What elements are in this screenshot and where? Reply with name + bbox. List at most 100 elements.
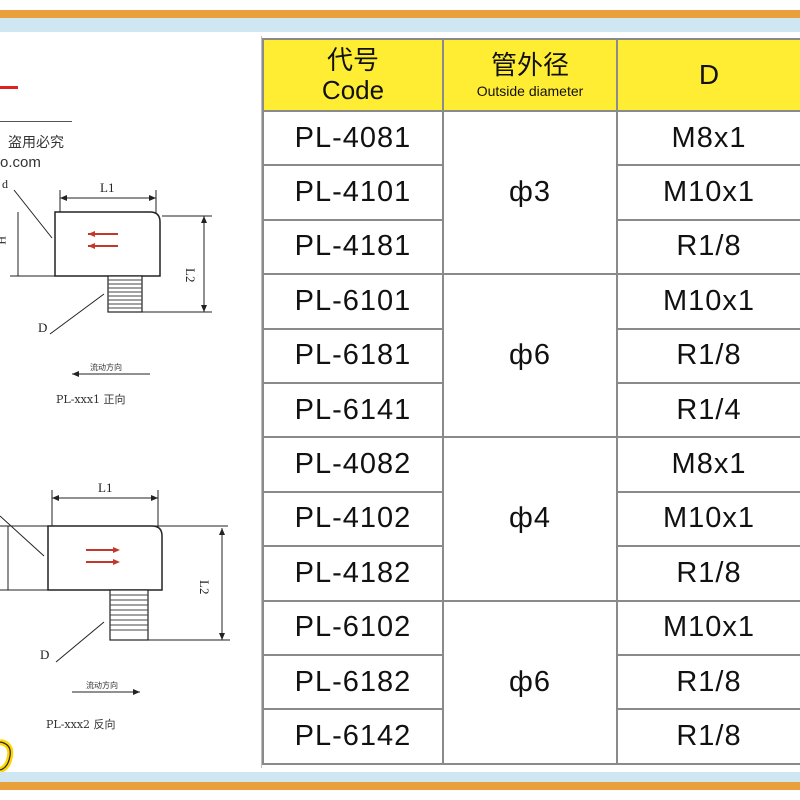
small-d-label: d bbox=[2, 177, 8, 191]
header-code-cn: 代号 bbox=[326, 46, 379, 76]
flow-arrow-2-head bbox=[113, 559, 120, 565]
table-header-row: 代号 Code 管外径 Outside diameter D bbox=[262, 38, 800, 112]
d-cell: M10x1 bbox=[616, 164, 800, 221]
l2-arrow-top bbox=[201, 216, 207, 223]
small-d-leader bbox=[0, 515, 45, 557]
fitting-drawing-forward: L1 L2 H bbox=[0, 176, 262, 426]
outside-diameter-cell: ф6 bbox=[442, 599, 618, 765]
spec-table-area: 代号 Code 管外径 Outside diameter D PL-4081 ф… bbox=[262, 38, 800, 766]
figure-caption: PL-xxx1 正向 bbox=[56, 392, 126, 406]
flow-direction-arrow-head bbox=[133, 689, 140, 695]
spec-table: 代号 Code 管外径 Outside diameter D PL-4081 ф… bbox=[262, 38, 800, 765]
code-cell: PL-6102 bbox=[262, 599, 444, 656]
h-label: H bbox=[0, 236, 9, 245]
l1-arrow-right bbox=[151, 495, 158, 501]
small-d-leader bbox=[13, 189, 53, 239]
bottom-border-orange bbox=[0, 782, 800, 790]
table-row: PL-4181 R1/8 bbox=[262, 218, 800, 276]
code-cell: PL-6142 bbox=[262, 708, 444, 765]
code-cell: PL-4102 bbox=[262, 490, 444, 548]
top-border-blue bbox=[0, 18, 800, 32]
l1-arrow-left bbox=[52, 495, 59, 501]
flow-arrow-1-head bbox=[113, 547, 120, 553]
flow-direction-arrow-head bbox=[72, 371, 79, 377]
d-leader-line bbox=[49, 293, 105, 335]
code-cell: PL-6182 bbox=[262, 653, 444, 711]
table-row: PL-4102 M10x1 bbox=[262, 490, 800, 548]
d-cell: M10x1 bbox=[616, 490, 800, 548]
code-cell: PL-4181 bbox=[262, 218, 444, 276]
table-row: PL-4101 M10x1 bbox=[262, 164, 800, 221]
watermark-text: 盗用必究 bbox=[8, 135, 64, 151]
table-row: PL-4081 ф3 M8x1 bbox=[262, 109, 800, 276]
l2-label: L2 bbox=[197, 580, 212, 594]
watermark-rule bbox=[0, 121, 72, 122]
diagram-panel: 盗用必究 o.com L1 bbox=[0, 36, 262, 773]
top-border-orange bbox=[0, 10, 800, 18]
fitting-drawing-reverse: L1 L2 D 流动方向 bbox=[0, 476, 262, 746]
yellow-decoration bbox=[0, 739, 14, 773]
l2-label: L2 bbox=[183, 268, 198, 282]
header-od-en: Outside diameter bbox=[476, 83, 584, 99]
l2-arrow-bottom bbox=[219, 633, 225, 640]
threaded-stem bbox=[107, 275, 143, 313]
code-cell: PL-4081 bbox=[262, 109, 444, 167]
header-code-en: Code bbox=[321, 75, 385, 105]
l1-label: L1 bbox=[98, 480, 112, 495]
d-cell: R1/4 bbox=[616, 381, 800, 439]
d-cell: M8x1 bbox=[616, 109, 800, 167]
d-cell: M8x1 bbox=[616, 436, 800, 493]
table-row: PL-4082 ф4 M8x1 bbox=[262, 436, 800, 602]
watermark-url: o.com bbox=[0, 154, 41, 171]
red-marker bbox=[0, 86, 18, 89]
bottom-border-blue bbox=[0, 772, 800, 782]
table-row: PL-6181 R1/8 bbox=[262, 327, 800, 384]
table-row: PL-6102 ф6 M10x1 bbox=[262, 599, 800, 765]
d-cell: R1/8 bbox=[616, 327, 800, 384]
code-cell: PL-6101 bbox=[262, 273, 444, 330]
code-cell: PL-6181 bbox=[262, 327, 444, 384]
l1-label: L1 bbox=[100, 180, 114, 195]
flow-arrow-2-head bbox=[88, 243, 95, 249]
header-d: D bbox=[616, 38, 800, 112]
figure-caption: PL-xxx2 反向 bbox=[46, 717, 116, 731]
outside-diameter-cell: ф4 bbox=[442, 436, 618, 602]
d-cell: R1/8 bbox=[616, 708, 800, 765]
table-row: PL-6101 ф6 M10x1 bbox=[262, 273, 800, 439]
table-row: PL-6141 R1/4 bbox=[262, 381, 800, 439]
flow-direction-label: 流动方向 bbox=[90, 362, 122, 372]
d-cell: R1/8 bbox=[616, 545, 800, 602]
d-cell: M10x1 bbox=[616, 273, 800, 330]
table-row: PL-6182 R1/8 bbox=[262, 653, 800, 711]
outside-diameter-cell: ф3 bbox=[442, 109, 618, 276]
table-row: PL-6142 R1/8 bbox=[262, 708, 800, 765]
table-row: PL-4182 R1/8 bbox=[262, 545, 800, 602]
d-leader-line bbox=[55, 621, 105, 663]
d-cell: R1/8 bbox=[616, 653, 800, 711]
fitting-body bbox=[54, 211, 161, 277]
code-cell: PL-4101 bbox=[262, 164, 444, 221]
thread-lines bbox=[108, 279, 142, 309]
flow-arrow-1-head bbox=[88, 231, 95, 237]
code-cell: PL-6141 bbox=[262, 381, 444, 439]
outside-diameter-cell: ф6 bbox=[442, 273, 618, 439]
l1-arrow-right bbox=[149, 195, 156, 201]
d-cell: R1/8 bbox=[616, 218, 800, 276]
d-label: D bbox=[40, 647, 49, 662]
thread-lines bbox=[110, 594, 148, 631]
header-code: 代号 Code bbox=[262, 38, 444, 112]
yellow-stroke-outline bbox=[0, 741, 11, 771]
l2-arrow-bottom bbox=[201, 305, 207, 312]
header-d-label: D bbox=[698, 59, 720, 90]
header-od-cn: 管外径 bbox=[490, 51, 569, 81]
l1-arrow-left bbox=[60, 195, 67, 201]
code-cell: PL-4082 bbox=[262, 436, 444, 493]
header-outside-diameter: 管外径 Outside diameter bbox=[442, 38, 618, 112]
d-label: D bbox=[38, 320, 47, 335]
fitting-body bbox=[47, 525, 163, 591]
fitting-drawing-reverse-svg: L1 L2 D 流动方向 bbox=[0, 480, 230, 731]
code-cell: PL-4182 bbox=[262, 545, 444, 602]
fitting-drawing-forward-svg: L1 L2 H bbox=[0, 177, 212, 406]
d-cell: M10x1 bbox=[616, 599, 800, 656]
l2-arrow-top bbox=[219, 528, 225, 535]
